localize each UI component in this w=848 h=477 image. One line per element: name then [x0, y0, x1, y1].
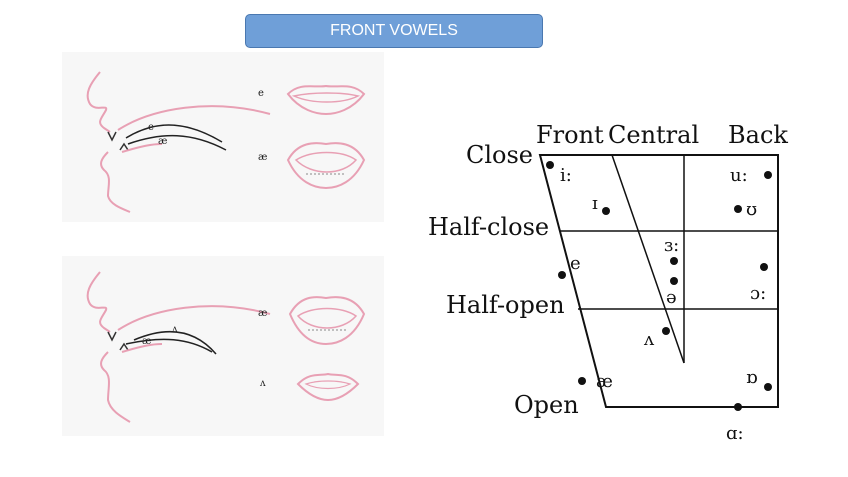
- title-banner: FRONT VOWELS: [245, 14, 543, 48]
- lips-ae: [290, 297, 364, 344]
- face-profile: [88, 72, 130, 212]
- vowel-dot-U: [734, 205, 742, 213]
- face-profile: [88, 272, 130, 422]
- vowel-label-wedge: ʌ: [643, 329, 655, 350]
- vowel-dot-er-1: [670, 257, 678, 265]
- vowel-label-oo: ɔ:: [750, 283, 766, 304]
- vowel-dot-i: [546, 161, 554, 169]
- tongue-label-wedge: ʌ: [171, 324, 178, 335]
- vowel-label-schwa: ə: [666, 287, 677, 308]
- vowel-label-ae: æ: [596, 371, 613, 392]
- vowel-articulation-panel-bottom: ʌ æ æ ʌ: [62, 256, 384, 436]
- row-label-half-open: Half-open: [446, 291, 565, 319]
- lower-jaw: [122, 144, 162, 152]
- vowel-label-I: ɪ: [592, 193, 598, 214]
- quadrilateral-outline: [540, 155, 778, 407]
- lip-label-wedge: ʌ: [259, 378, 266, 389]
- vowel-label-i: i:: [560, 165, 572, 186]
- lips-ae: [288, 143, 364, 188]
- lip-label-ae: æ: [258, 308, 267, 319]
- palate-line: [118, 106, 270, 130]
- lower-teeth: [120, 344, 128, 350]
- vowel-dot-oo: [760, 263, 768, 271]
- vowel-dot-e: [558, 271, 566, 279]
- vowel-dot-I: [602, 207, 610, 215]
- vowel-label-o: ɒ: [746, 367, 758, 388]
- articulation-diagram-bottom: ʌ æ æ ʌ: [62, 256, 384, 436]
- articulation-diagram-top: e æ e æ: [62, 52, 384, 222]
- vowel-label-a: ɑ:: [726, 423, 744, 444]
- vowel-dot-u: [764, 171, 772, 179]
- tongue-label-e: e: [148, 122, 154, 133]
- upper-teeth: [108, 132, 116, 140]
- vowel-label-u: u:: [730, 165, 748, 186]
- tongue-curve-ae: [128, 136, 226, 150]
- row-label-open: Open: [514, 391, 579, 419]
- column-label-front: Front: [536, 121, 604, 149]
- row-label-close: Close: [466, 141, 533, 169]
- vowel-chart: Front Central Back Close Half-close Half…: [420, 105, 800, 455]
- upper-teeth: [108, 332, 116, 340]
- vowel-dot-o: [764, 383, 772, 391]
- lips-wedge: [298, 374, 358, 400]
- lip-label-e: e: [258, 88, 264, 99]
- vowel-label-U: ʊ: [746, 199, 757, 220]
- vowel-label-er: ɜ:: [664, 235, 679, 256]
- vowel-dot-a: [734, 403, 742, 411]
- tongue-label-ae: æ: [142, 336, 151, 347]
- title-text: FRONT VOWELS: [330, 22, 458, 40]
- vowel-dot-ae: [578, 377, 586, 385]
- tongue-label-ae: æ: [158, 136, 167, 147]
- vowel-articulation-panel-top: e æ e æ: [62, 52, 384, 222]
- lower-teeth: [120, 144, 128, 150]
- lips-e: [288, 86, 364, 114]
- column-label-central: Central: [608, 121, 699, 149]
- vowel-dot-wedge: [662, 327, 670, 335]
- vowel-label-e: e: [570, 253, 581, 274]
- vowel-dot-er-2: [670, 277, 678, 285]
- tongue-curve-ae: [126, 339, 212, 352]
- lip-label-ae: æ: [258, 152, 267, 163]
- palate-line: [118, 306, 270, 330]
- row-label-half-close: Half-close: [428, 213, 549, 241]
- column-label-back: Back: [728, 121, 788, 149]
